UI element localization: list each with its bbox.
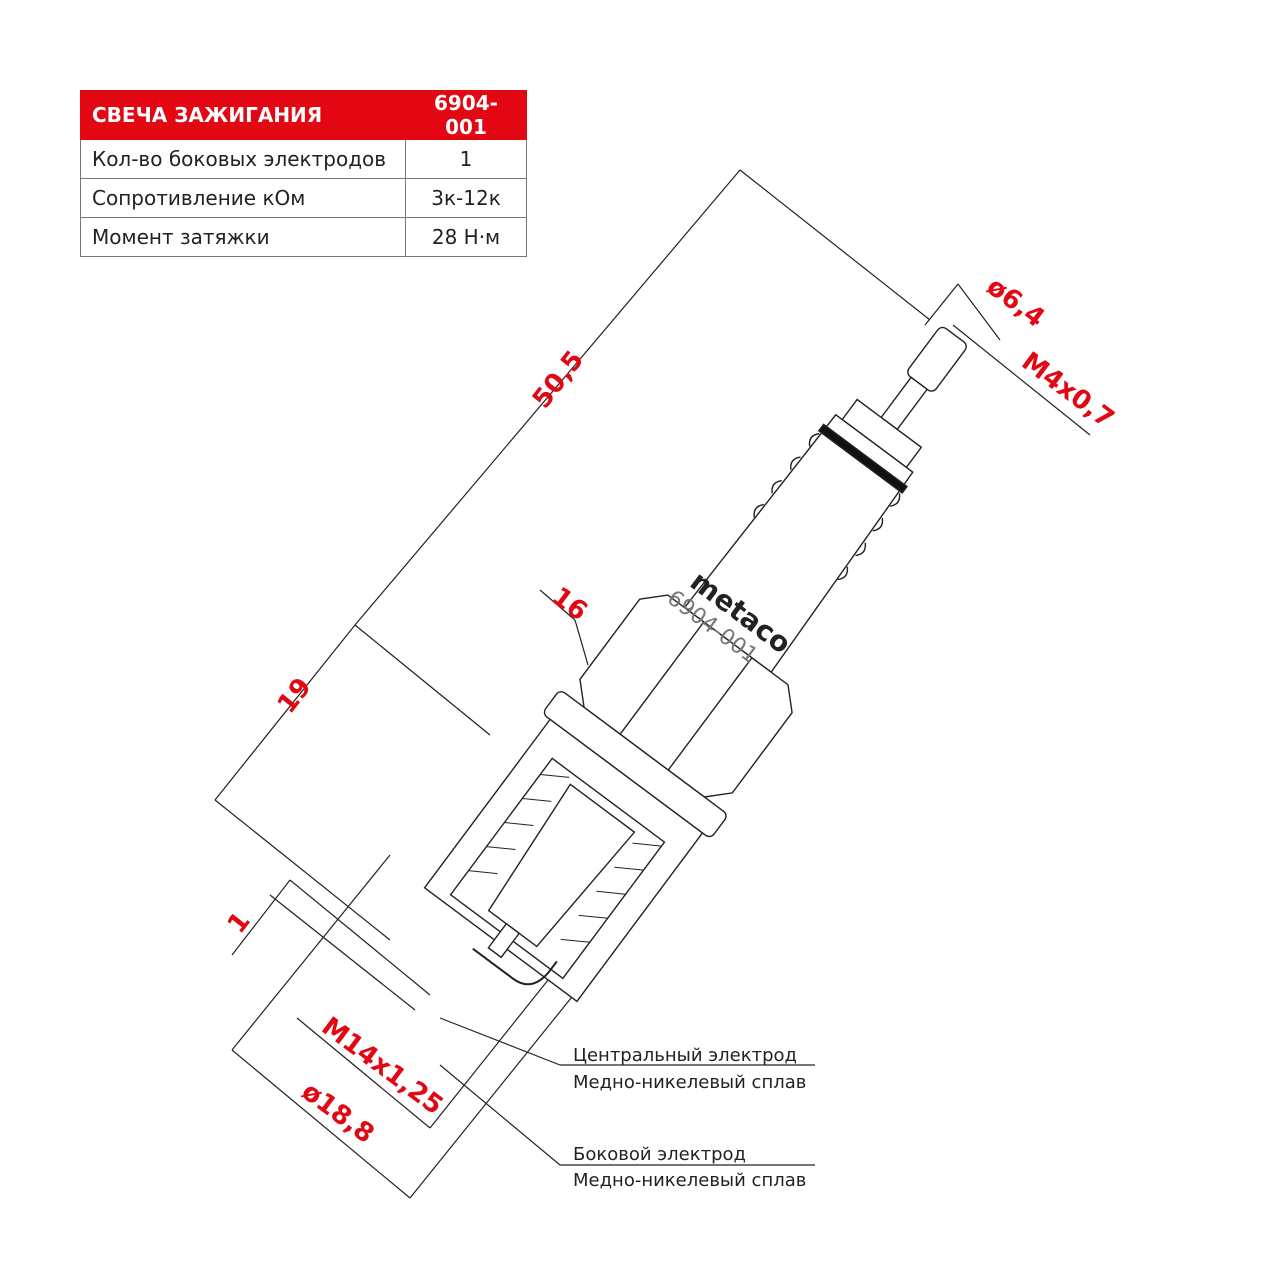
spec-title: СВЕЧА ЗАЖИГАНИЯ	[80, 90, 406, 140]
spec-label: Момент затяжки	[80, 217, 406, 257]
terminal-stem	[880, 376, 929, 431]
spark-plug	[423, 326, 967, 1003]
spec-value: 28 Н·м	[405, 217, 527, 257]
spec-table: СВЕЧА ЗАЖИГАНИЯ 6904-001 Кол-во боковых …	[80, 90, 527, 257]
core-insulator	[487, 783, 636, 948]
dim-total-length: 50,5	[527, 345, 590, 414]
spec-value: 1	[405, 139, 527, 179]
spec-value: 3к-12к	[405, 178, 527, 218]
dim-gap: 1	[222, 907, 257, 940]
spec-part-number: 6904-001	[405, 90, 527, 140]
callout-center-electrode-title: Центральный электрод	[573, 1045, 797, 1066]
spec-row: Момент затяжки 28 Н·м	[80, 217, 527, 257]
dim-hex-size: 16	[546, 582, 593, 628]
seal-ring	[817, 423, 908, 494]
hatching	[468, 773, 662, 943]
callout-side-electrode-title: Боковой электрод	[573, 1144, 746, 1165]
spec-table-header: СВЕЧА ЗАЖИГАНИЯ 6904-001	[80, 90, 527, 140]
callout-center-electrode-material: Медно-никелевый сплав	[573, 1072, 807, 1093]
dim-terminal-diameter: ø6,4	[981, 272, 1050, 334]
side-electrode	[472, 947, 558, 986]
dim-terminal-thread: M4x0,7	[1016, 347, 1120, 435]
center-electrode	[487, 922, 521, 959]
callout-side-electrode-material: Медно-никелевый сплав	[573, 1170, 807, 1191]
